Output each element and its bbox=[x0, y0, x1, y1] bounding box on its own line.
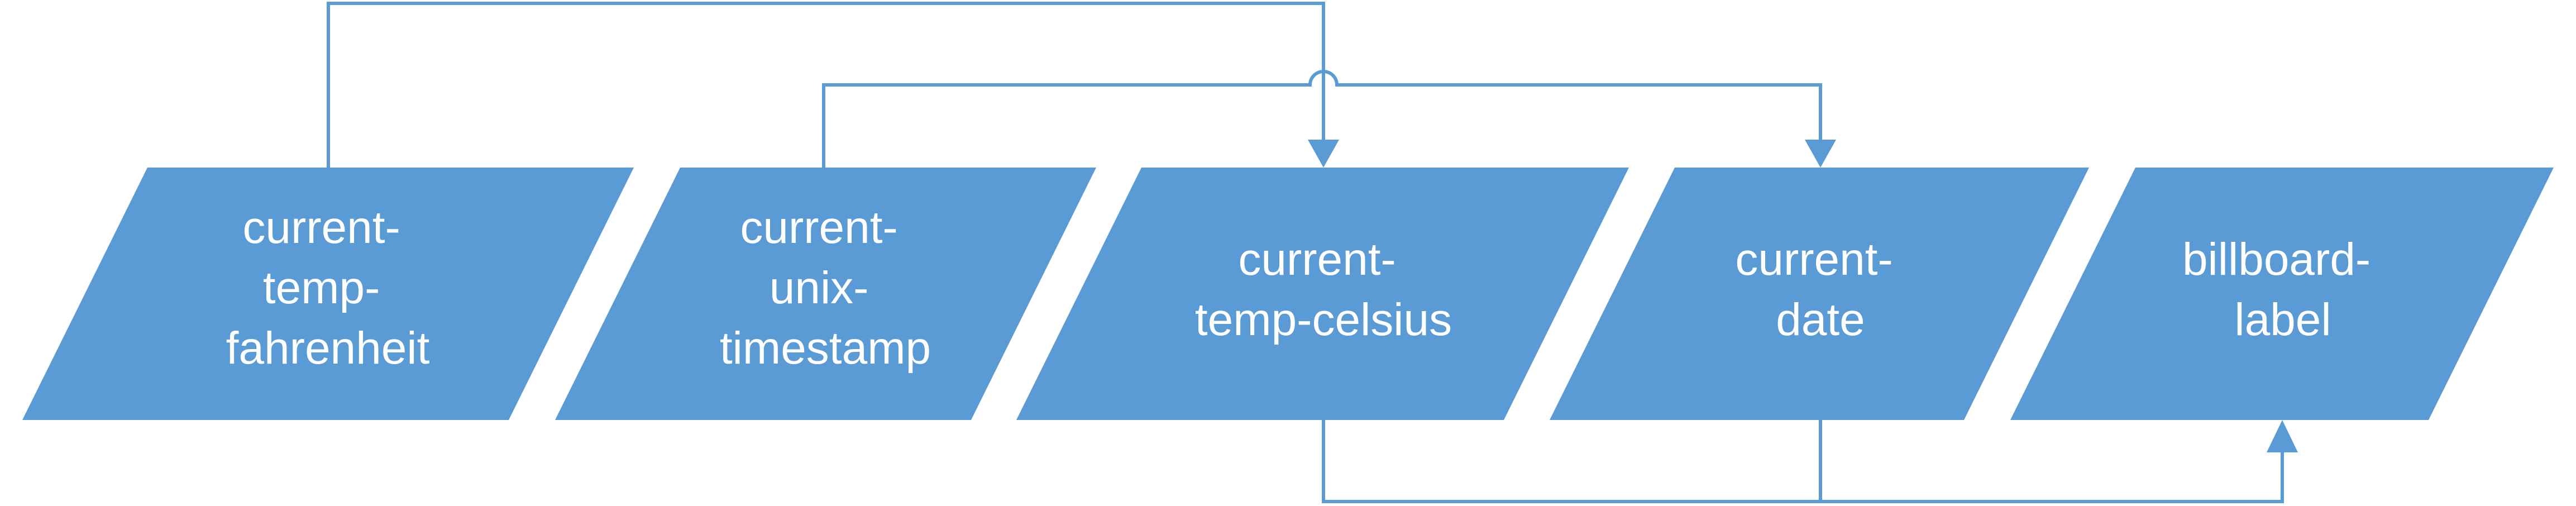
arrowhead-billboard-input bbox=[2267, 420, 2298, 452]
node-current-unix-timestamp[interactable]: current- unix- timestamp bbox=[555, 168, 1096, 420]
arrowhead-date-input bbox=[1805, 140, 1836, 168]
edge-fahrenheit-to-celsius bbox=[327, 2, 1325, 168]
parallelogram-shape bbox=[22, 168, 634, 420]
parallelogram-shape bbox=[2010, 168, 2554, 420]
parallelogram-shape bbox=[1550, 168, 2089, 420]
node-current-temp-celsius[interactable]: current- temp-celsius bbox=[1016, 168, 1629, 420]
node-billboard-label[interactable]: billboard- label bbox=[2010, 168, 2554, 420]
node-label: current- unix- timestamp bbox=[720, 202, 931, 374]
connectors bbox=[327, 2, 2298, 503]
edge-celsius-to-billboard bbox=[1322, 420, 2284, 503]
edge-timestamp-to-date bbox=[822, 70, 1822, 168]
node-current-temp-fahrenheit[interactable]: current- temp- fahrenheit bbox=[22, 168, 634, 420]
node-label: current- temp- fahrenheit bbox=[226, 202, 430, 374]
parallelogram-shape bbox=[555, 168, 1096, 420]
node-label: billboard- label bbox=[2182, 234, 2383, 345]
node-current-date[interactable]: current- date bbox=[1550, 168, 2089, 420]
arrowhead-celsius-input bbox=[1308, 140, 1339, 168]
node-label: current- date bbox=[1735, 234, 1905, 345]
nodes: current- temp- fahrenheit current- unix-… bbox=[22, 168, 2554, 420]
parallelogram-shape bbox=[1016, 168, 1629, 420]
node-label: current- temp-celsius bbox=[1195, 234, 1452, 345]
